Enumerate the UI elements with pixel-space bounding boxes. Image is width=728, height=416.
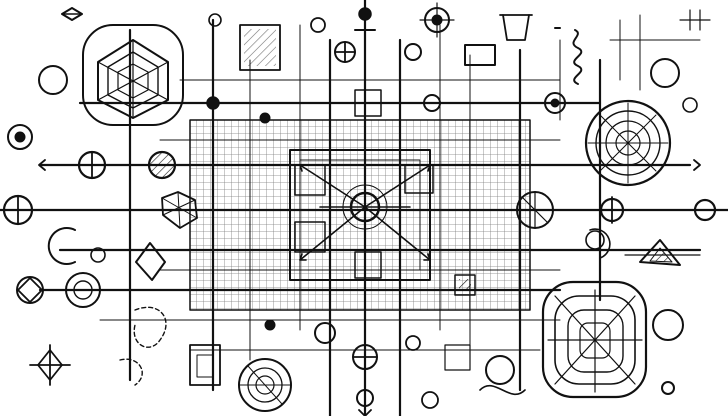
crosshair-symbols xyxy=(4,41,626,386)
node-circles xyxy=(2,7,717,409)
spiral-web-top-left xyxy=(82,24,184,126)
spiral-web-bottom-right xyxy=(541,280,648,399)
central-grid-field xyxy=(189,119,531,311)
misc-shapes xyxy=(38,2,711,416)
central-hub-circle xyxy=(342,184,388,230)
spiral-web-bottom-left xyxy=(238,358,292,412)
hatched-squares xyxy=(189,24,496,386)
spiral-web-right-circle xyxy=(584,99,672,187)
